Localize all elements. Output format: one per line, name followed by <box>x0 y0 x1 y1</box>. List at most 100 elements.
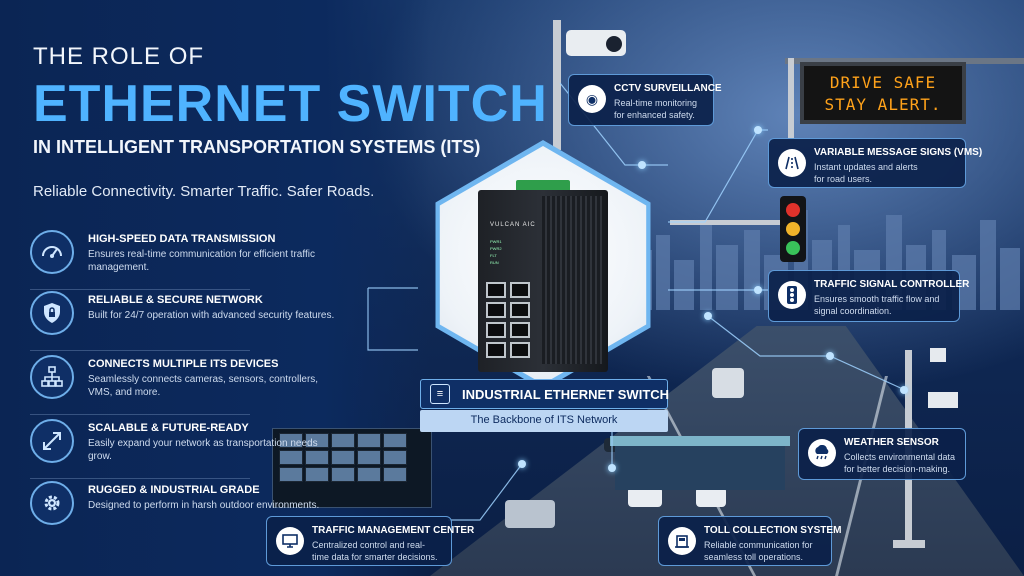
feature-item: HIGH-SPEED DATA TRANSMISSION Ensures rea… <box>30 228 410 290</box>
video-wall-screen <box>305 467 329 482</box>
tagline: Reliable Connectivity. Smarter Traffic. … <box>33 183 375 200</box>
network-hierarchy-icon <box>30 355 74 399</box>
video-wall-screen <box>357 433 381 448</box>
camera-lens <box>606 36 622 52</box>
control-room-scene <box>272 428 432 508</box>
video-wall-screen <box>279 467 303 482</box>
callout-description: Ensures smooth traffic flow and signal c… <box>814 294 940 316</box>
video-wall-screen <box>357 450 381 465</box>
feature-item: CONNECTS MULTIPLE ITS DEVICES Seamlessly… <box>30 353 410 415</box>
led-label: PWR1 <box>490 239 502 244</box>
vms-sign-display: DRIVE SAFE STAY ALERT. <box>800 62 966 124</box>
callout-description: Real-time monitoring for enhanced safety… <box>614 98 698 120</box>
callout-traffic-management-center: TRAFFIC MANAGEMENT CENTER Centralized co… <box>266 516 474 566</box>
ethernet-port <box>510 282 530 298</box>
gear-icon <box>30 481 74 525</box>
connection-dot <box>754 126 762 134</box>
heatsink-fins <box>542 196 602 364</box>
monitor-icon <box>276 527 304 555</box>
ethernet-port <box>486 322 506 338</box>
video-wall-screen <box>305 433 329 448</box>
video-wall-screen <box>383 467 407 482</box>
connection-dot <box>638 161 646 169</box>
weather-sensor-box <box>930 348 946 362</box>
feature-title: SCALABLE & FUTURE-READY <box>88 422 249 434</box>
callout-description: Instant updates and alerts for road user… <box>814 162 918 184</box>
switch-label: INDUSTRIAL ETHERNET SWITCH <box>462 387 670 402</box>
video-wall-screen <box>331 433 355 448</box>
switch-sublabel: The Backbone of ITS Network <box>470 414 618 426</box>
feature-item: SCALABLE & FUTURE-READY Easily expand yo… <box>30 417 410 479</box>
weather-sensor-housing <box>928 392 958 408</box>
callout-signal-controller: TRAFFIC SIGNAL CONTROLLER Ensures smooth… <box>768 270 969 322</box>
feature-title: HIGH-SPEED DATA TRANSMISSION <box>88 233 276 245</box>
title-prefix: THE ROLE OF <box>33 43 205 70</box>
callout-description: Reliable communication for seamless toll… <box>704 540 813 562</box>
truck <box>712 368 744 398</box>
video-wall-screen <box>357 467 381 482</box>
cloud-rain-icon <box>808 439 836 467</box>
divider <box>30 350 250 351</box>
feature-description: Designed to perform in harsh outdoor env… <box>88 500 320 511</box>
led-label: PWR2 <box>490 246 502 251</box>
road-icon <box>778 149 806 177</box>
callout-title: WEATHER SENSOR <box>844 437 939 448</box>
video-wall-screen <box>331 450 355 465</box>
divider <box>30 414 250 415</box>
traffic-light-arm <box>670 220 782 225</box>
feature-title: RELIABLE & SECURE NETWORK <box>88 294 263 306</box>
video-wall-screen <box>305 450 329 465</box>
switch-brand: VULCAN AIC <box>490 222 536 228</box>
video-wall-screen <box>383 450 407 465</box>
weather-sensor-base <box>893 540 925 548</box>
connection-dot <box>608 464 616 472</box>
camera-pole <box>553 20 561 150</box>
title-suffix: IN INTELLIGENT TRANSPORTATION SYSTEMS (I… <box>33 137 481 157</box>
switch-led-labels: PWR1 PWR2 FLT RUN <box>490 238 510 266</box>
callout-weather-sensor: WEATHER SENSOR Collects environmental da… <box>798 428 966 480</box>
ethernet-port <box>510 302 530 318</box>
callout-vms: VARIABLE MESSAGE SIGNS (VMS) Instant upd… <box>768 138 982 188</box>
ethernet-port <box>486 302 506 318</box>
toll-booth-icon <box>668 527 696 555</box>
car <box>696 487 726 507</box>
feature-description: Built for 24/7 operation with advanced s… <box>88 310 335 321</box>
feature-description: Ensures real-time communication for effi… <box>88 249 315 273</box>
callout-title: TRAFFIC SIGNAL CONTROLLER <box>814 279 970 290</box>
sign-gantry <box>785 58 1024 64</box>
gantry-pole <box>788 58 794 138</box>
ethernet-port <box>510 342 530 358</box>
callout-cctv: ◉ CCTV SURVEILLANCE Real-time monitoring… <box>568 74 722 126</box>
speedometer-icon <box>30 230 74 274</box>
amber-light <box>786 222 800 236</box>
vms-sign-line2: STAY ALERT. <box>824 95 942 114</box>
feature-title: CONNECTS MULTIPLE ITS DEVICES <box>88 358 279 370</box>
callout-title: TRAFFIC MANAGEMENT CENTER <box>312 525 475 536</box>
led-label: RUN <box>490 260 499 265</box>
car <box>505 500 555 528</box>
callout-description: Collects environmental data for better d… <box>844 452 956 474</box>
connection-dot <box>704 312 712 320</box>
ethernet-port <box>486 342 506 358</box>
feature-description: Seamlessly connects cameras, sensors, co… <box>88 374 319 398</box>
video-wall-screen <box>383 433 407 448</box>
callout-description: Centralized control and real-time data f… <box>312 540 438 562</box>
feature-item: RUGGED & INDUSTRIAL GRADE Designed to pe… <box>30 479 410 537</box>
car <box>628 487 662 507</box>
red-light <box>786 203 800 217</box>
switch-label-banner <box>420 379 668 409</box>
video-wall-screen <box>279 433 303 448</box>
camera-icon: ◉ <box>578 85 606 113</box>
callout-title: VARIABLE MESSAGE SIGNS (VMS) <box>814 147 983 158</box>
green-light <box>786 241 800 255</box>
feature-description: Easily expand your network as transporta… <box>88 438 318 462</box>
ethernet-port <box>510 322 530 338</box>
video-wall-screen <box>279 450 303 465</box>
callout-toll-collection: TOLL COLLECTION SYSTEM Reliable communic… <box>658 516 841 566</box>
expand-arrows-icon <box>30 419 74 463</box>
video-wall-screen <box>331 467 355 482</box>
callout-title: TOLL COLLECTION SYSTEM <box>704 525 842 536</box>
divider <box>30 478 250 479</box>
server-rack-icon: ≡ <box>430 384 450 404</box>
